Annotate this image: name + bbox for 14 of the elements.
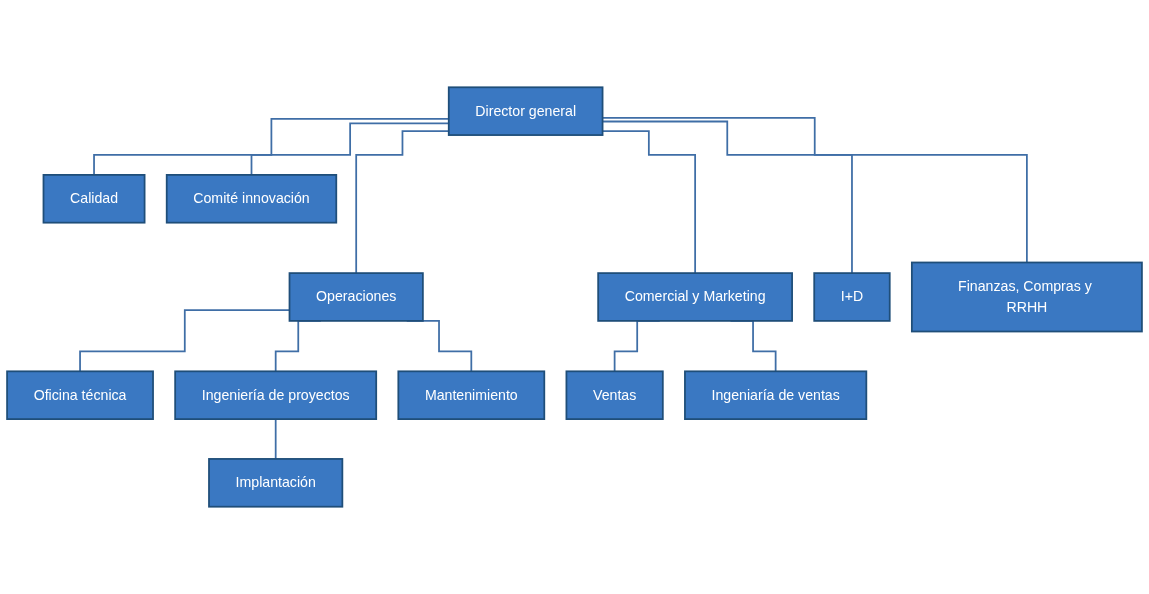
node-box: I+D <box>813 272 891 322</box>
node-box: Finanzas, Compras y RRHH <box>910 261 1143 333</box>
node-box: Operaciones <box>288 272 424 322</box>
node-box: Mantenimiento <box>397 370 546 420</box>
connector <box>274 418 277 460</box>
node-box: Implantación <box>208 458 344 508</box>
node-box: Ingeniaría de ventas <box>684 370 868 420</box>
node-box: Calidad <box>42 174 146 224</box>
node-box: Ventas <box>565 370 664 420</box>
node-box: Oficina técnica <box>6 370 154 420</box>
node-box: Comité innovación <box>165 174 338 224</box>
node-box: Director general <box>447 86 604 136</box>
node-box: Ingeniería de proyectos <box>174 370 378 420</box>
node-box: Comercial y Marketing <box>597 272 793 322</box>
